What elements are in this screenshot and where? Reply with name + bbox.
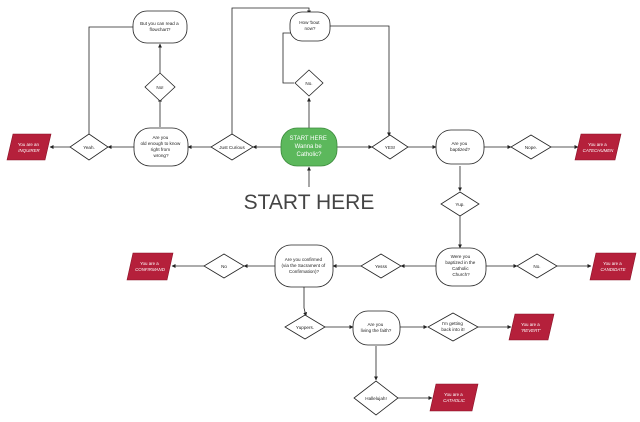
result-candidate[interactable]: You are a CANDIDATE	[589, 252, 637, 281]
decision-yuppers[interactable]: Yuppers.	[284, 314, 326, 340]
svg-text:You are a CANDIDATE: You are a CANDIDATE	[600, 261, 625, 272]
decision-no-confirmed[interactable]: No	[203, 253, 245, 279]
svg-text:Are you baptized?: Are you baptized?	[450, 141, 470, 152]
edge-read-flowchart-to-yeah	[87, 26, 133, 140]
svg-text:Yup.: Yup.	[455, 202, 464, 207]
start-node[interactable]: START HERE Wanna be Catholic?	[280, 127, 338, 167]
svg-text:START HERE Wanna be: START HERE Wanna be Catholic?	[289, 136, 328, 158]
svg-text:How 'bout now?: How 'bout now?	[299, 20, 321, 31]
result-confirmand[interactable]: You are a CONFIRMAND	[126, 252, 174, 281]
node-read-flowchart[interactable]: But you can read a flowchart?	[132, 10, 188, 44]
node-baptized-catholic[interactable]: Were you baptized in the Catholic Church…	[435, 247, 487, 287]
svg-text:Yeah.: Yeah.	[83, 145, 95, 150]
decision-yeah[interactable]: Yeah.	[69, 133, 109, 161]
start-line: Catholic?	[296, 152, 322, 158]
result-revert[interactable]: You are a 'REVERT'	[508, 313, 555, 341]
svg-text:Are you confirmed (via t: Are you confirmed (via the Sacrament of …	[282, 257, 327, 274]
svg-text:YES!: YES!	[385, 145, 395, 150]
svg-text:No!: No!	[156, 85, 163, 90]
svg-text:But you can read a flowc: But you can read a flowchart?	[140, 21, 180, 32]
decision-getting-back[interactable]: I'm getting back into it!	[427, 312, 479, 342]
edge-how-bout-now-to-yes	[329, 25, 391, 137]
svg-text:I'm getting back into it: I'm getting back into it!	[441, 321, 464, 332]
decision-no-catholic[interactable]: No.	[516, 253, 558, 279]
svg-text:Are you living the faith: Are you living the faith?	[361, 322, 392, 333]
start-here-label: START HERE	[244, 191, 375, 214]
svg-text:Are you old enough to kn: Are you old enough to know right from wr…	[140, 135, 181, 158]
result-catechumen[interactable]: You are a CATECHUMEN	[574, 133, 622, 161]
decision-nope[interactable]: Nope.	[510, 134, 552, 160]
decision-yes[interactable]: YES!	[371, 134, 409, 160]
decision-yesss[interactable]: Yesss	[360, 253, 402, 279]
decision-hallelujah[interactable]: Hallelujah!	[353, 380, 399, 416]
svg-text:Were you baptized in the: Were you baptized in the Catholic Church…	[445, 254, 476, 277]
edge-confirmed-to-yuppers	[303, 287, 308, 317]
decision-no-mid[interactable]: No.	[294, 69, 324, 97]
edge-just-curious-to-how-bout-now	[231, 7, 311, 138]
result-catholic[interactable]: You are a CATHOLIC	[429, 383, 479, 412]
svg-text:You are a CATHOLIC: You are a CATHOLIC	[443, 392, 466, 403]
node-baptized[interactable]: Are you baptized?	[435, 129, 485, 165]
svg-text:No.: No.	[305, 81, 312, 86]
node-how-bout-now[interactable]: How 'bout now?	[289, 11, 331, 42]
node-confirmed[interactable]: Are you confirmed (via the Sacrament of …	[274, 244, 334, 288]
start-line: Wanna be	[295, 144, 323, 150]
svg-text:Hallelujah!: Hallelujah!	[365, 396, 386, 401]
result-inquirer[interactable]: You are an INQUIRER	[6, 133, 52, 161]
svg-text:Nope.: Nope.	[525, 145, 537, 150]
svg-text:Just Curious: Just Curious	[219, 145, 245, 150]
svg-text:No.: No.	[533, 264, 540, 269]
svg-text:Yuppers.: Yuppers.	[296, 325, 314, 330]
start-line: START HERE	[289, 136, 326, 142]
decision-yup[interactable]: Yup.	[440, 191, 480, 217]
node-living-faith[interactable]: Are you living the faith?	[352, 310, 401, 346]
svg-text:You are a CONFIRMAND: You are a CONFIRMAND	[135, 261, 166, 272]
decision-just-curious[interactable]: Just Curious	[210, 133, 254, 161]
svg-text:You are a 'REVERT': You are a 'REVERT'	[521, 322, 541, 333]
svg-text:No: No	[221, 264, 227, 269]
node-old-enough[interactable]: Are you old enough to know right from wr…	[133, 127, 189, 167]
decision-no-small[interactable]: No!	[144, 72, 176, 102]
svg-text:You are a CATECHUMEN: You are a CATECHUMEN	[583, 142, 614, 153]
svg-text:Yesss: Yesss	[375, 264, 388, 269]
svg-text:You are an INQUIRER: You are an INQUIRER	[18, 142, 41, 153]
